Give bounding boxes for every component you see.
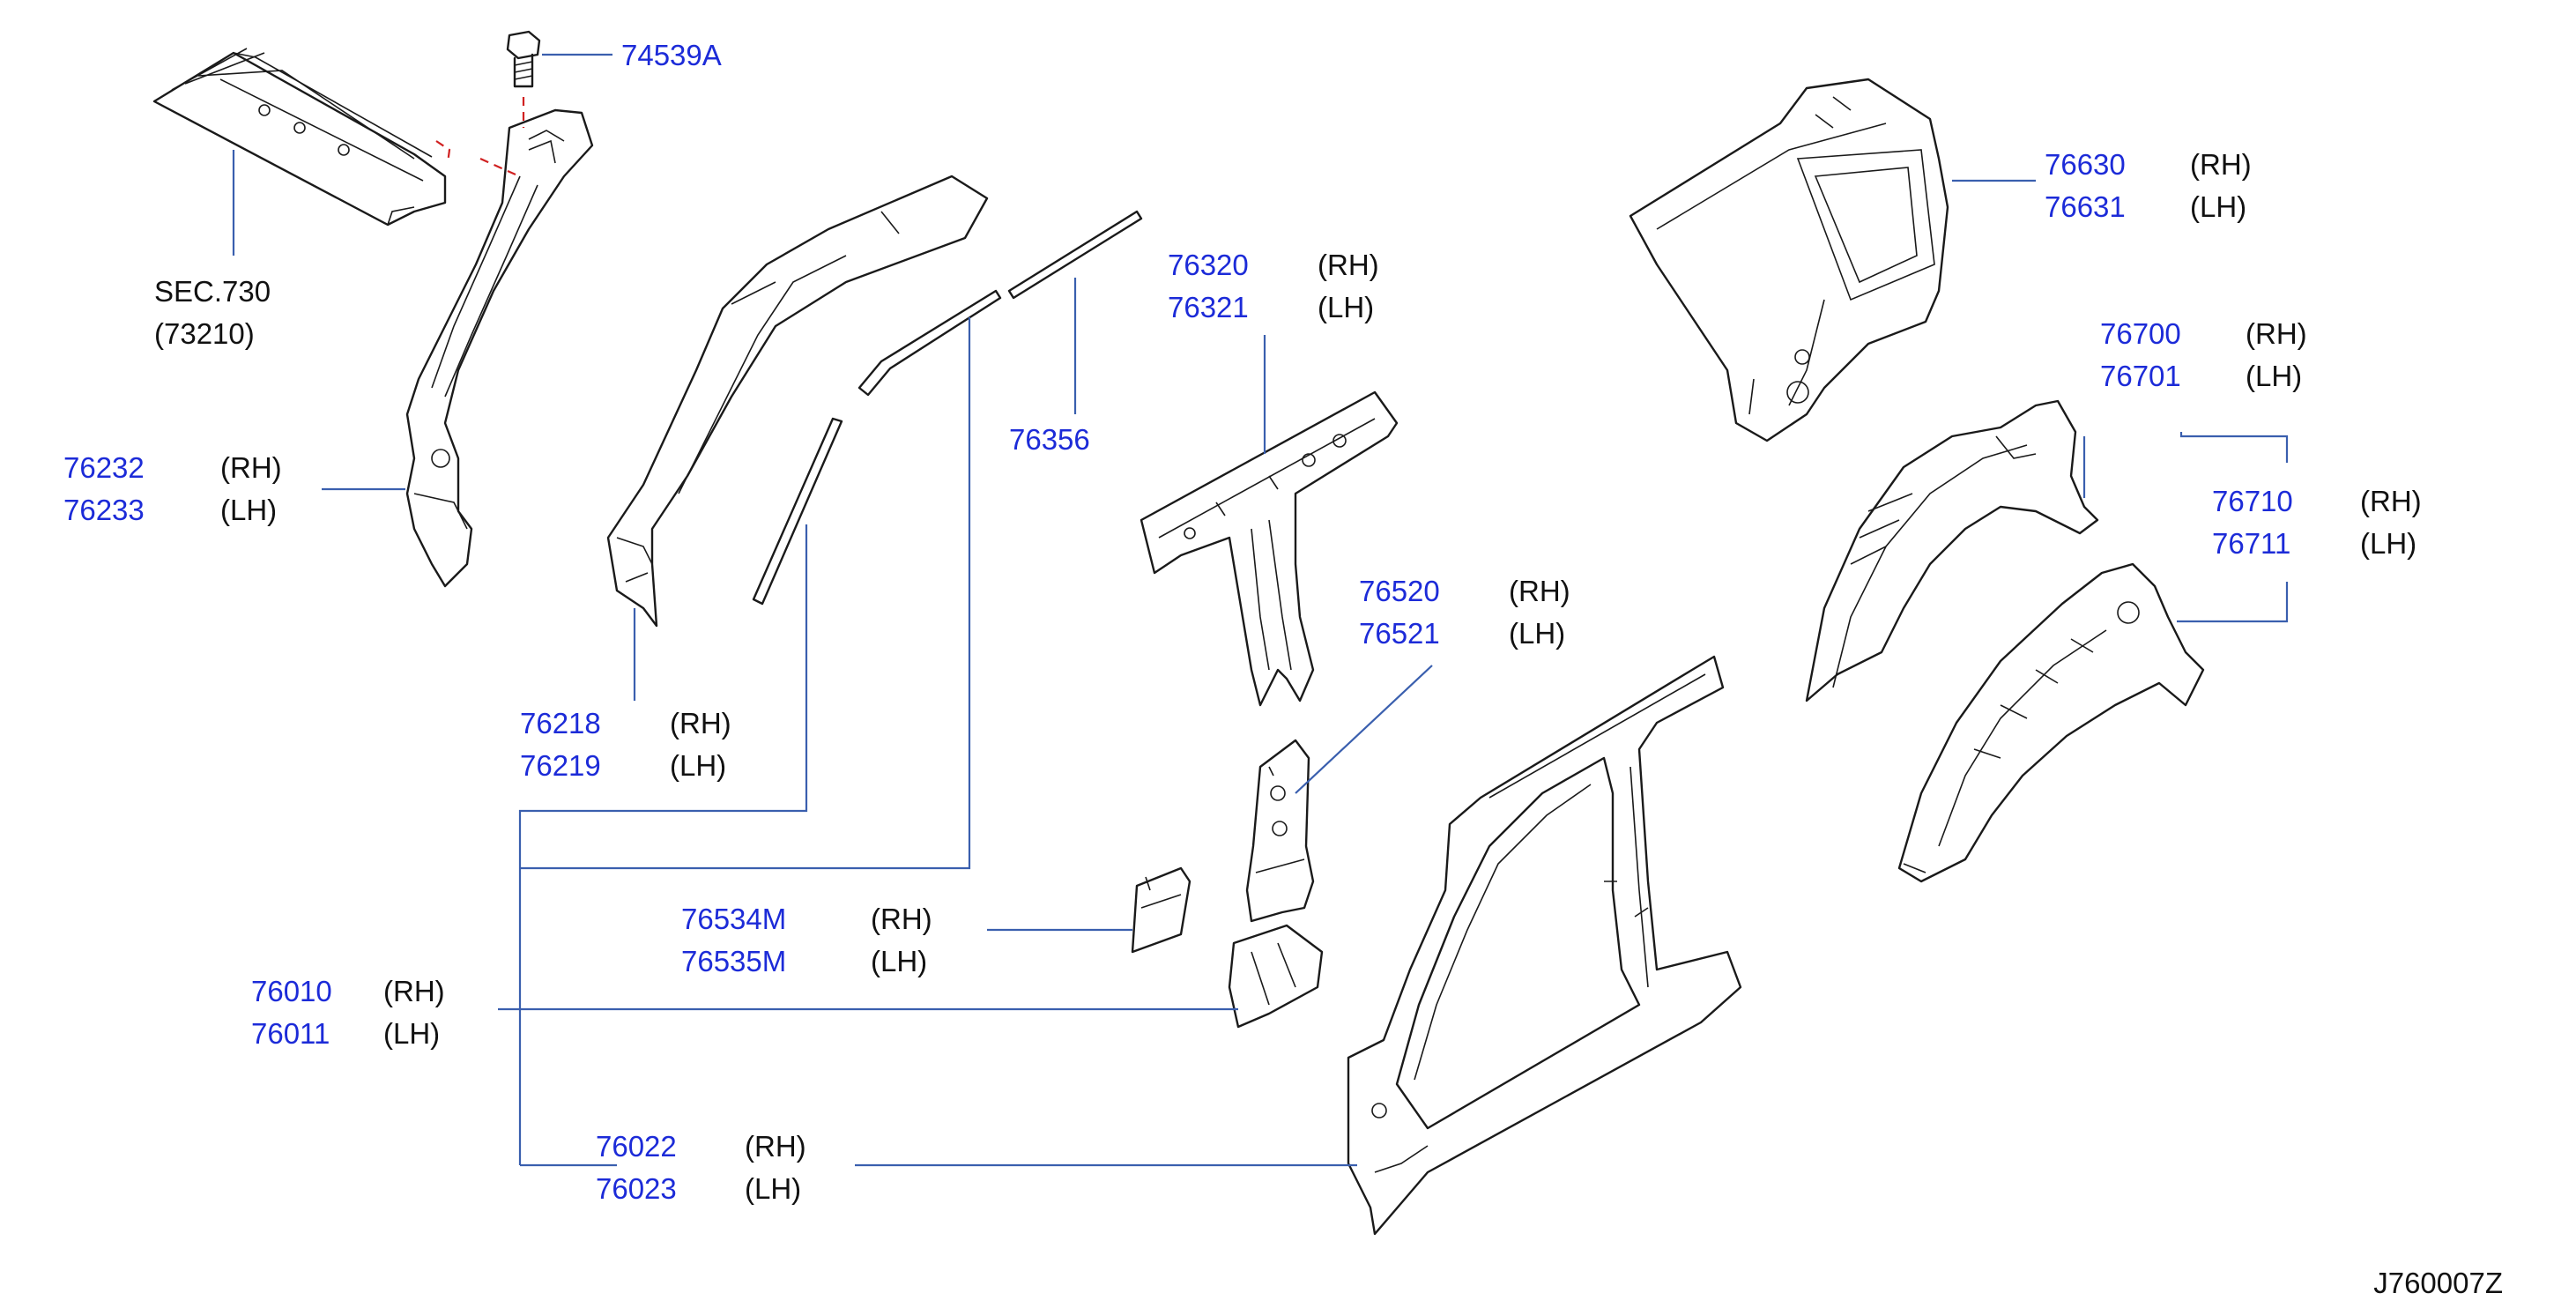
roof-rail-section-drawing (152, 48, 516, 227)
callout-roof-rail-reinforcement: 76356 (1009, 423, 1090, 456)
part-number: 76218 (520, 707, 601, 739)
side-indicator: (RH) (2190, 148, 2252, 181)
side-indicator: (LH) (2360, 527, 2416, 560)
part-number: 76011 (251, 1017, 330, 1050)
side-indicator: (LH) (1318, 291, 1374, 323)
callout-bolt: 74539A (621, 39, 722, 71)
bolt-drawing (506, 30, 541, 128)
callout-bracket: 76534M (RH) 76535M (LH) (681, 903, 932, 977)
callout-body-side-outer: 76022 (RH) 76023 (LH) (596, 1130, 806, 1205)
part-number: 76700 (2100, 317, 2181, 350)
wheel-house-outer-drawing (1805, 399, 2099, 702)
side-indicator: (RH) (383, 975, 445, 1007)
callout-side-body-assembly: 76010 (RH) 76011 (LH) (251, 975, 445, 1050)
side-indicator: (RH) (745, 1130, 806, 1163)
body-side-outer-drawing (1347, 655, 1742, 1236)
callout-center-pillar-lower: 76520 (RH) 76521 (LH) (1359, 575, 1570, 650)
part-number: 76356 (1009, 423, 1090, 456)
callout-front-pillar-reinforcement: 76218 (RH) 76219 (LH) (520, 707, 731, 782)
part-number: 76233 (63, 494, 145, 526)
callout-center-pillar-upper: 76320 (RH) 76321 (LH) (1168, 249, 1379, 323)
side-indicator: (LH) (383, 1017, 440, 1050)
part-number: 76534M (681, 903, 786, 935)
part-number: 76023 (596, 1172, 677, 1205)
part-number: 76710 (2212, 485, 2293, 517)
side-indicator: (RH) (1318, 249, 1379, 281)
side-indicator: (LH) (220, 494, 277, 526)
callout-rear-pillar-inner: 76630 (RH) 76631 (LH) (2045, 148, 2252, 223)
leader-lines (232, 53, 2289, 1167)
section-ref-line1: SEC.730 (154, 275, 271, 308)
part-number: 76320 (1168, 249, 1249, 281)
side-indicator: (LH) (871, 945, 927, 977)
bracket-drawing (1131, 866, 1191, 954)
side-indicator: (LH) (2190, 190, 2246, 223)
callout-wheel-house-inner: 76710 (RH) 76711 (LH) (2212, 485, 2422, 560)
part-number: 76232 (63, 451, 145, 484)
side-indicator: (RH) (2246, 317, 2307, 350)
front-pillar-inner-drawing (405, 108, 594, 588)
part-number: 76630 (2045, 148, 2126, 181)
part-number: 76711 (2212, 527, 2290, 560)
side-indicator: (LH) (670, 749, 726, 782)
roof-rail-reinforcement-drawing (752, 210, 1143, 606)
part-number: 76535M (681, 945, 786, 977)
side-indicator: (LH) (2246, 360, 2302, 392)
side-indicator: (RH) (670, 707, 731, 739)
diagram-id: J760007Z (2373, 1267, 2503, 1299)
front-pillar-reinforcement-drawing (606, 175, 989, 628)
part-number: 76321 (1168, 291, 1249, 323)
side-indicator: (LH) (1509, 617, 1565, 650)
part-number: 76010 (251, 975, 332, 1007)
part-number: 76631 (2045, 190, 2126, 223)
part-number: 76701 (2100, 360, 2181, 392)
side-indicator: (RH) (2360, 485, 2422, 517)
rear-pillar-inner-drawing (1629, 78, 1949, 442)
callout-front-pillar-inner: 76232 (RH) 76233 (LH) (63, 451, 282, 526)
wheel-house-inner-drawing (1897, 562, 2205, 883)
part-number: 76022 (596, 1130, 677, 1163)
pillar-lower-bracket-drawing (1228, 924, 1324, 1029)
part-number: 76219 (520, 749, 601, 782)
side-indicator: (LH) (745, 1172, 801, 1205)
part-number: 76521 (1359, 617, 1440, 650)
section-ref-line2: (73210) (154, 317, 255, 350)
center-pillar-lower-drawing (1245, 739, 1315, 923)
side-indicator: (RH) (871, 903, 932, 935)
side-indicator: (RH) (220, 451, 282, 484)
side-indicator: (RH) (1509, 575, 1570, 607)
center-pillar-upper-drawing (1140, 390, 1399, 707)
callout-wheel-house-outer: 76700 (RH) 76701 (LH) (2100, 317, 2307, 392)
part-number: 74539A (621, 39, 722, 71)
part-number: 76520 (1359, 575, 1440, 607)
section-reference: SEC.730 (73210) (154, 275, 271, 350)
